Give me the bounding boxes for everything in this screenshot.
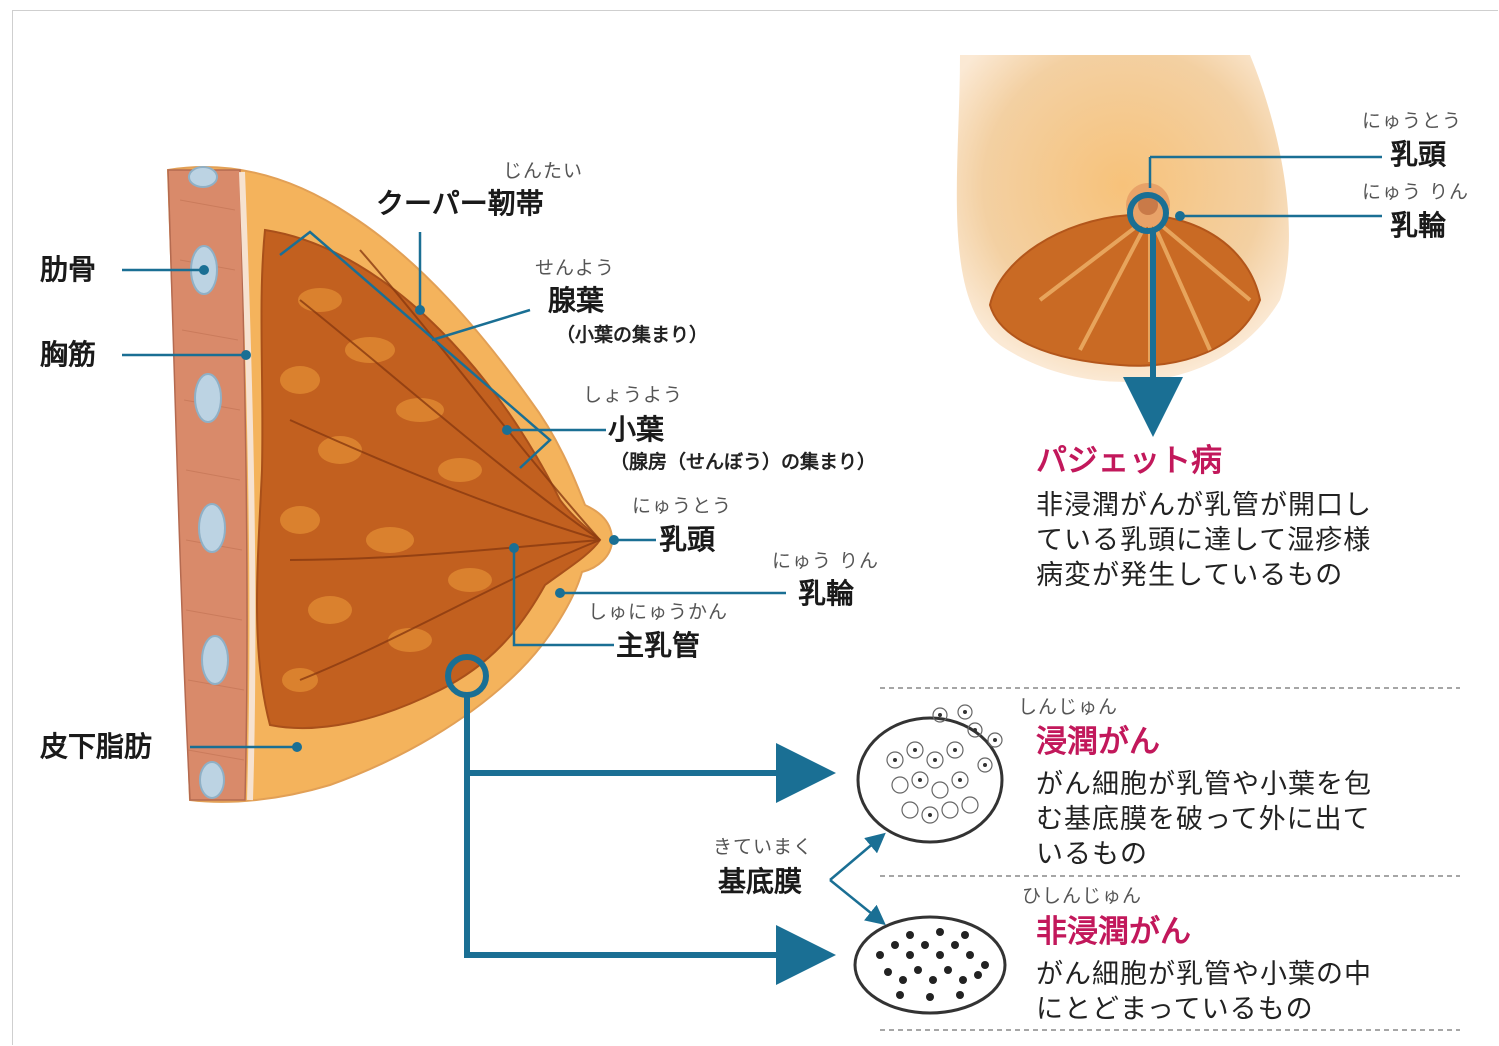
paget-line: 非浸潤がんが乳管が開口し [1036, 488, 1476, 523]
label-pectoral-muscle: 胸筋 [40, 341, 96, 369]
breast-front-view [957, 55, 1289, 382]
noninvasive-description: がん細胞が乳管や小葉の中 にとどまっているもの [1036, 957, 1476, 1027]
label-cooper-ligament: クーパー靭帯 [376, 190, 544, 218]
invasive-description: がん細胞が乳管や小葉を包 む基底膜を破って外に出て いるもの [1036, 767, 1476, 872]
label-front-areola: 乳輪 [1390, 212, 1446, 240]
invasive-line: む基底膜を破って外に出て [1036, 802, 1476, 837]
label-areola: 乳輪 [798, 580, 854, 608]
note-lobe: （小葉の集まり） [556, 326, 708, 345]
label-lobe: 腺葉 [548, 287, 604, 315]
ruby-invasive: しんじゅん [1018, 698, 1118, 717]
ruby-lobule: しょうよう [583, 386, 683, 405]
label-nipple: 乳頭 [659, 526, 715, 554]
ruby-front-areola: にゅう りん [1362, 183, 1469, 202]
ruby-areola: にゅう りん [772, 552, 879, 571]
noninvasive-line: がん細胞が乳管や小葉の中 [1036, 957, 1476, 992]
label-lobule: 小葉 [608, 416, 664, 444]
noninvasive-cancer-illustration [855, 917, 1005, 1013]
label-subcutaneous-fat: 皮下脂肪 [40, 733, 152, 761]
label-basement-membrane: 基底膜 [718, 868, 802, 896]
label-main-duct: 主乳管 [616, 632, 700, 660]
ruby-lobe: せんよう [535, 259, 615, 278]
paget-line: ている乳頭に達して湿疹様 [1036, 523, 1476, 558]
paget-description: 非浸潤がんが乳管が開口し ている乳頭に達して湿疹様 病変が発生しているもの [1036, 488, 1476, 593]
invasive-line: がん細胞が乳管や小葉を包 [1036, 767, 1476, 802]
invasive-title: 浸潤がん [1036, 727, 1160, 758]
noninvasive-title: 非浸潤がん [1036, 917, 1191, 948]
paget-title: パジェット病 [1036, 446, 1222, 477]
ruby-basement-membrane: きていまく [713, 838, 813, 857]
noninvasive-line: にとどまっているもの [1036, 992, 1476, 1027]
paget-line: 病変が発生しているもの [1036, 558, 1476, 593]
ruby-nipple: にゅうとう [632, 497, 732, 516]
note-lobule: （腺房（せんぼう）の集まり） [610, 453, 876, 472]
ruby-cooper: じんたい [503, 162, 583, 181]
ruby-main-duct: しゅにゅうかん [588, 603, 728, 622]
label-rib: 肋骨 [40, 256, 96, 284]
label-front-nipple: 乳頭 [1390, 141, 1446, 169]
invasive-cancer-illustration [858, 705, 1002, 842]
ruby-front-nipple: にゅうとう [1362, 112, 1462, 131]
invasive-line: いるもの [1036, 837, 1476, 872]
ruby-noninvasive: ひしんじゅん [1022, 887, 1142, 906]
